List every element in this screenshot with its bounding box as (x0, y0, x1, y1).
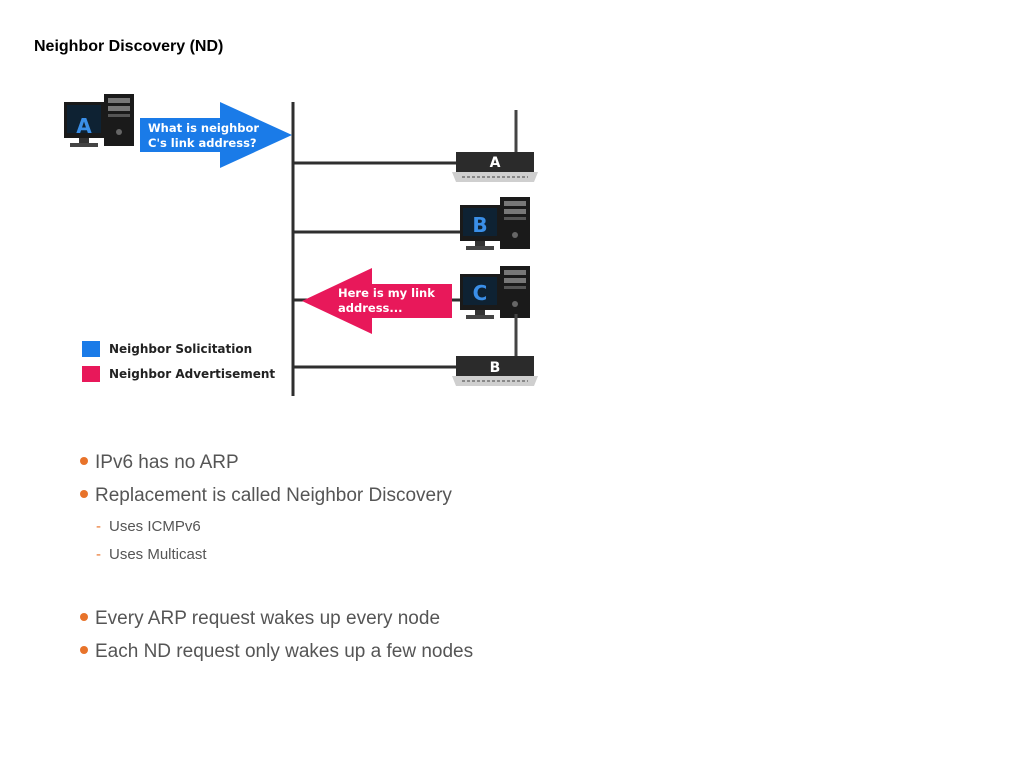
legend-swatch-advertisement (82, 366, 100, 382)
router-b-label: B (490, 360, 501, 376)
bullet-item: Replacement is called Neighbor Discovery (80, 485, 452, 507)
page-title: Neighbor Discovery (ND) (34, 38, 224, 55)
legend-label-solicitation: Neighbor Solicitation (109, 342, 252, 356)
source-pc-label: A (76, 114, 92, 138)
router-a (450, 108, 540, 184)
bullet-dot-icon (80, 613, 88, 621)
bullet-item: Every ARP request wakes up every node (80, 608, 440, 630)
dash-icon: - (96, 518, 101, 535)
sub-bullet-item: -Uses ICMPv6 (96, 518, 201, 535)
legend-label-advertisement: Neighbor Advertisement (109, 367, 275, 381)
legend-swatch-solicitation (82, 341, 100, 357)
computer-c (460, 266, 530, 319)
sub-bullet-item: -Uses Multicast (96, 546, 207, 563)
request-line-1: What is neighbor (148, 121, 259, 135)
router-a-label: A (490, 155, 501, 171)
source-computer-a (64, 94, 134, 147)
bullet-item: Each ND request only wakes up a few node… (80, 641, 473, 663)
advertisement-arrow (302, 268, 452, 334)
reply-line-1: Here is my link (338, 286, 435, 300)
bullet-item: IPv6 has no ARP (80, 452, 239, 474)
computer-b (460, 197, 530, 250)
neighbor-discovery-diagram: A What is neighbor C's link address? A B… (64, 94, 540, 396)
computer-b-label: B (472, 213, 487, 237)
computer-c-label: C (473, 281, 488, 305)
dash-icon: - (96, 546, 101, 563)
reply-line-2: address... (338, 301, 403, 315)
solicitation-arrow (140, 102, 292, 168)
bullet-dot-icon (80, 490, 88, 498)
request-line-2: C's link address? (148, 136, 257, 150)
bullet-dot-icon (80, 457, 88, 465)
bullet-dot-icon (80, 646, 88, 654)
